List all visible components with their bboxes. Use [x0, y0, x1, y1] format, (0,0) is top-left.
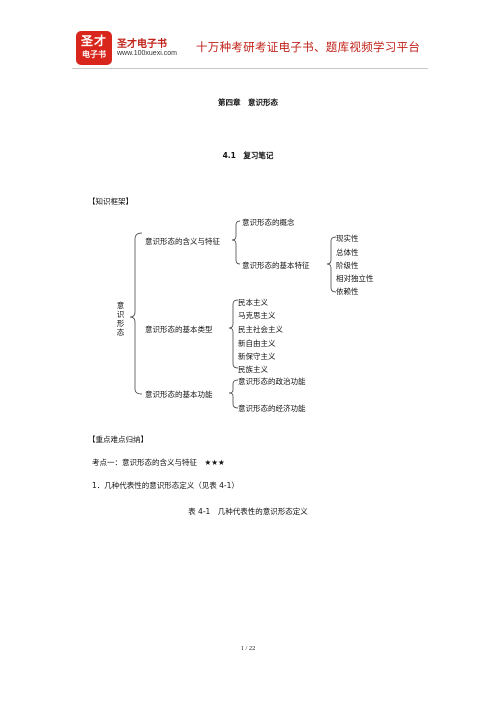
branch2-bracket — [228, 299, 239, 369]
brand-logo: 圣才 电子书 — [76, 31, 112, 65]
type-item: 新自由主义 — [238, 339, 276, 348]
branch-basic-functions: 意识形态的基本功能 — [145, 390, 213, 399]
section-title: 4.1 复习笔记 — [222, 151, 274, 160]
framework-heading: 【知识框架】 — [88, 197, 133, 206]
chapter-title: 第四章 意识形态 — [218, 98, 278, 107]
logo-text-bottom: 电子书 — [82, 50, 106, 59]
framework-root: 意识形态 — [116, 301, 125, 337]
brand-name: 圣才电子书 — [117, 39, 167, 50]
branch1-bracket — [231, 220, 241, 265]
type-item: 新保守主义 — [238, 352, 276, 361]
brand-url[interactable]: www.100xuexi.com — [117, 50, 177, 57]
key-points-heading: 【重点难点归纳】 — [88, 435, 148, 444]
type-item: 马克思主义 — [238, 311, 276, 320]
feature-item: 相对独立性 — [336, 274, 374, 283]
table-caption: 表 4-1 几种代表性的意识形态定义 — [188, 507, 308, 516]
branch-meaning-features: 意识形态的含义与特征 — [145, 237, 220, 246]
function-item: 意识形态的政治功能 — [238, 377, 306, 386]
feature-item: 阶级性 — [336, 261, 359, 270]
feature-item: 依赖性 — [336, 287, 359, 296]
page-number: 1 / 22 — [240, 645, 256, 652]
header-divider — [72, 68, 428, 69]
type-item: 民本主义 — [238, 298, 268, 307]
node-basic-features: 意识形态的基本特征 — [242, 261, 310, 270]
function-item: 意识形态的经济功能 — [238, 404, 306, 413]
list-item-1: 1．几种代表性的意识形态定义（见表 4-1） — [92, 481, 239, 490]
type-item: 民族主义 — [238, 365, 268, 374]
node-concept: 意识形态的概念 — [242, 218, 295, 227]
header-slogan: 十万种考研考证电子书、题库视频学习平台 — [196, 40, 421, 54]
type-item: 民主社会主义 — [238, 325, 283, 334]
feature-item: 现实性 — [336, 234, 359, 243]
branch3-bracket — [228, 379, 239, 409]
features-bracket — [326, 236, 337, 293]
root-bracket — [129, 232, 143, 395]
branch-basic-types: 意识形态的基本类型 — [145, 325, 213, 334]
exam-point-title: 考点一：意识形态的含义与特征 ★★★ — [92, 458, 225, 467]
feature-item: 总体性 — [336, 248, 359, 257]
logo-text-top: 圣才 — [80, 34, 107, 48]
